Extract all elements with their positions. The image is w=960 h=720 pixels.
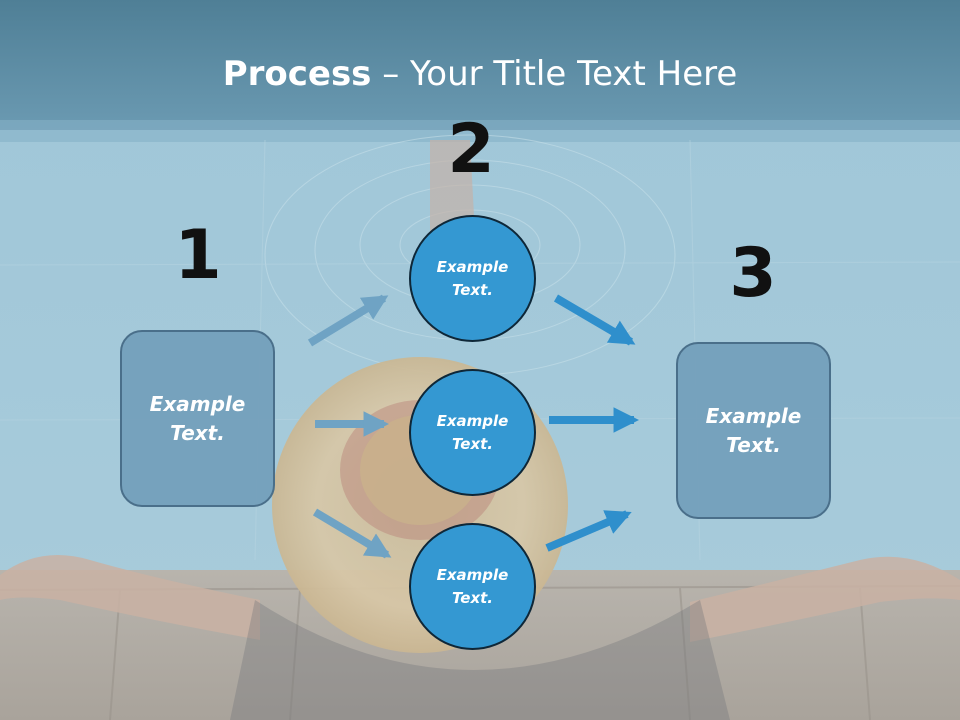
title-rest: – Your Title Text Here: [371, 54, 738, 94]
process-circle-bottom: Example Text.: [409, 523, 536, 650]
process-circle-middle: Example Text.: [409, 369, 536, 496]
slide-title: Process – Your Title Text Here: [0, 52, 960, 96]
process-circle-top: Example Text.: [409, 215, 536, 342]
step-number-1: 1: [174, 216, 222, 295]
left-text-box: Example Text.: [120, 330, 275, 507]
step-number-2: 2: [447, 110, 495, 189]
step-number-3: 3: [729, 234, 777, 313]
title-bold: Process: [222, 54, 372, 94]
right-text-box: Example Text.: [676, 342, 831, 519]
